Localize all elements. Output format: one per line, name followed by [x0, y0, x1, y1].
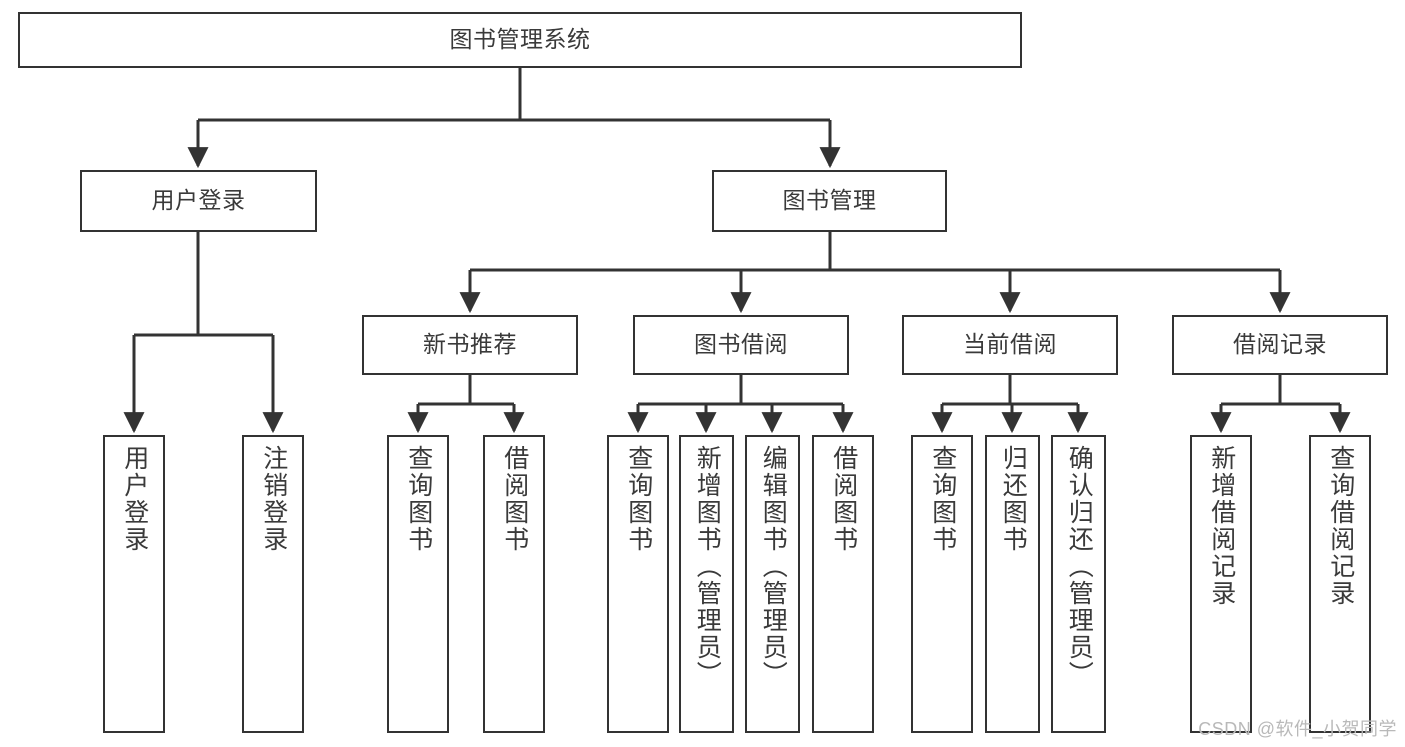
node-leaf-query-book-1-label: 查询图书 [404, 445, 433, 553]
node-user-login-label: 用户登录 [151, 187, 246, 214]
node-leaf-query-book-2-label: 查询图书 [624, 445, 653, 553]
node-leaf-logout-label: 注销登录 [259, 445, 288, 553]
node-leaf-query-record[interactable]: 查询借阅记录 [1309, 435, 1371, 733]
node-user-login[interactable]: 用户登录 [80, 170, 317, 232]
node-book-manage-label: 图书管理 [782, 187, 877, 214]
node-leaf-user-login[interactable]: 用户登录 [103, 435, 165, 733]
node-leaf-return-book[interactable]: 归还图书 [985, 435, 1040, 733]
node-book-manage[interactable]: 图书管理 [712, 170, 947, 232]
node-leaf-borrow-book-2-label: 借阅图书 [829, 445, 858, 553]
node-leaf-add-record[interactable]: 新增借阅记录 [1190, 435, 1252, 733]
node-current-borrow-label: 当前借阅 [963, 331, 1057, 358]
node-leaf-edit-book-label: 编辑图书（管理员） [759, 445, 788, 688]
node-book-borrow-label: 图书借阅 [694, 331, 788, 358]
node-leaf-add-book-label: 新增图书（管理员） [693, 445, 722, 688]
node-new-book-rec[interactable]: 新书推荐 [362, 315, 578, 375]
node-leaf-query-record-label: 查询借阅记录 [1326, 445, 1355, 607]
watermark-text: CSDN @软件_小贺同学 [1198, 719, 1397, 739]
node-leaf-confirm-return[interactable]: 确认归还（管理员） [1051, 435, 1106, 733]
node-leaf-confirm-return-label: 确认归还（管理员） [1065, 445, 1094, 688]
node-leaf-logout[interactable]: 注销登录 [242, 435, 304, 733]
node-leaf-user-login-label: 用户登录 [120, 445, 149, 553]
node-root[interactable]: 图书管理系统 [18, 12, 1022, 68]
node-leaf-add-book[interactable]: 新增图书（管理员） [679, 435, 734, 733]
node-leaf-edit-book[interactable]: 编辑图书（管理员） [745, 435, 800, 733]
node-leaf-add-record-label: 新增借阅记录 [1207, 445, 1236, 607]
node-leaf-query-book-1[interactable]: 查询图书 [387, 435, 449, 733]
node-leaf-borrow-book-2[interactable]: 借阅图书 [812, 435, 874, 733]
node-book-borrow[interactable]: 图书借阅 [633, 315, 849, 375]
node-leaf-return-book-label: 归还图书 [999, 445, 1028, 553]
node-new-book-rec-label: 新书推荐 [423, 331, 517, 358]
node-leaf-borrow-book-1[interactable]: 借阅图书 [483, 435, 545, 733]
node-current-borrow[interactable]: 当前借阅 [902, 315, 1118, 375]
node-leaf-query-book-3-label: 查询图书 [928, 445, 957, 553]
node-borrow-record-label: 借阅记录 [1233, 331, 1327, 358]
node-leaf-query-book-3[interactable]: 查询图书 [911, 435, 973, 733]
node-leaf-query-book-2[interactable]: 查询图书 [607, 435, 669, 733]
node-borrow-record[interactable]: 借阅记录 [1172, 315, 1388, 375]
node-root-label: 图书管理系统 [449, 26, 591, 53]
node-leaf-borrow-book-1-label: 借阅图书 [500, 445, 529, 553]
